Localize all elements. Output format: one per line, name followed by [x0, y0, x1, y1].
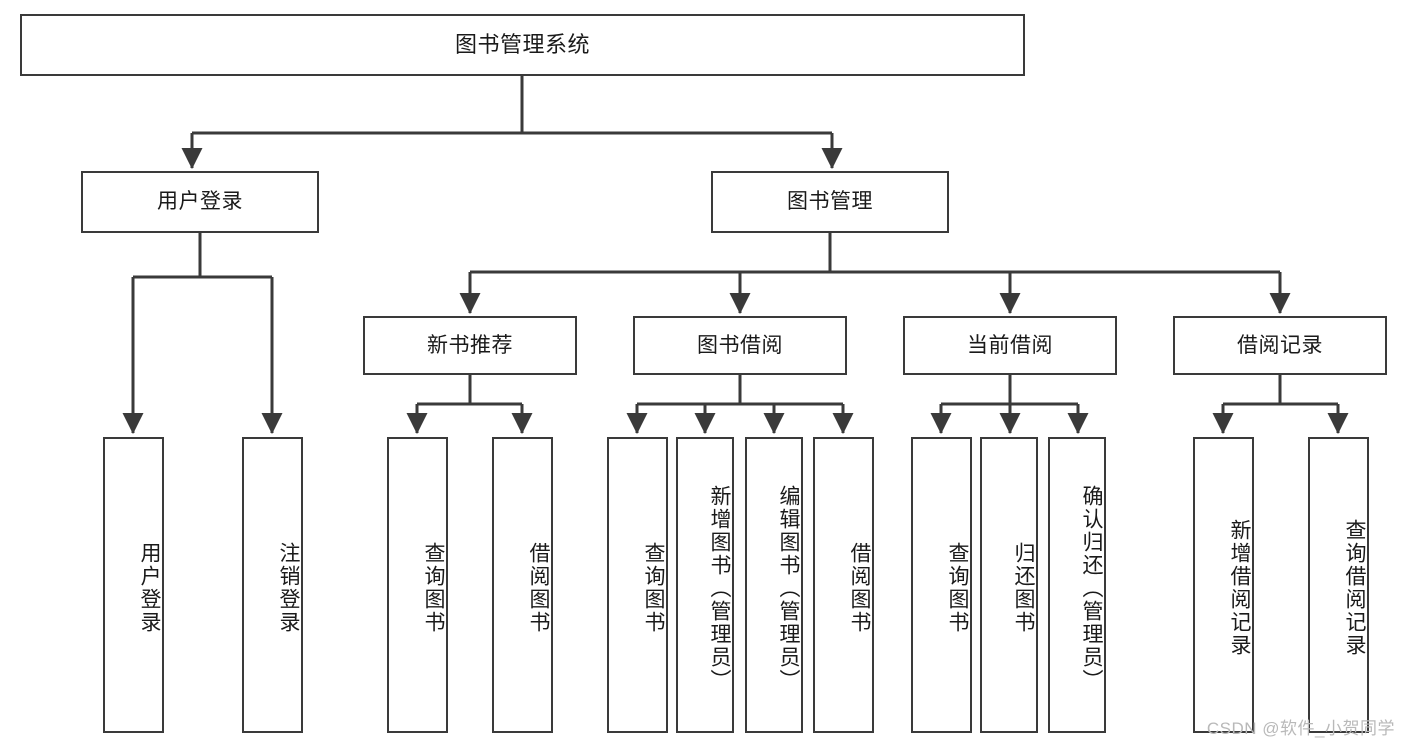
leaf-record-add-record[interactable]: 新增借阅记录 — [1193, 437, 1254, 733]
node-user-login[interactable]: 用户登录 — [81, 171, 319, 233]
leaf-current-return-book[interactable]: 归还图书 — [980, 437, 1038, 733]
node-root-system[interactable]: 图书管理系统 — [20, 14, 1025, 76]
leaf-borrow-borrow-book[interactable]: 借阅图书 — [813, 437, 874, 733]
leaf-current-query-book[interactable]: 查询图书 — [911, 437, 972, 733]
leaf-record-query-record[interactable]: 查询借阅记录 — [1308, 437, 1369, 733]
node-book-borrow[interactable]: 图书借阅 — [633, 316, 847, 375]
node-book-manage[interactable]: 图书管理 — [711, 171, 949, 233]
leaf-user-login-signout[interactable]: 注销登录 — [242, 437, 303, 733]
leaf-user-login-signin[interactable]: 用户登录 — [103, 437, 164, 733]
leaf-borrow-edit-book-admin[interactable]: 编辑图书（管理员） — [745, 437, 803, 733]
leaf-borrow-query-book[interactable]: 查询图书 — [607, 437, 668, 733]
node-borrow-record[interactable]: 借阅记录 — [1173, 316, 1387, 375]
leaf-newbook-query-book[interactable]: 查询图书 — [387, 437, 448, 733]
node-new-book-recommend[interactable]: 新书推荐 — [363, 316, 577, 375]
leaf-current-confirm-return-admin[interactable]: 确认归还（管理员） — [1048, 437, 1106, 733]
leaf-newbook-borrow-book[interactable]: 借阅图书 — [492, 437, 553, 733]
node-current-borrow[interactable]: 当前借阅 — [903, 316, 1117, 375]
leaf-borrow-add-book-admin[interactable]: 新增图书（管理员） — [676, 437, 734, 733]
